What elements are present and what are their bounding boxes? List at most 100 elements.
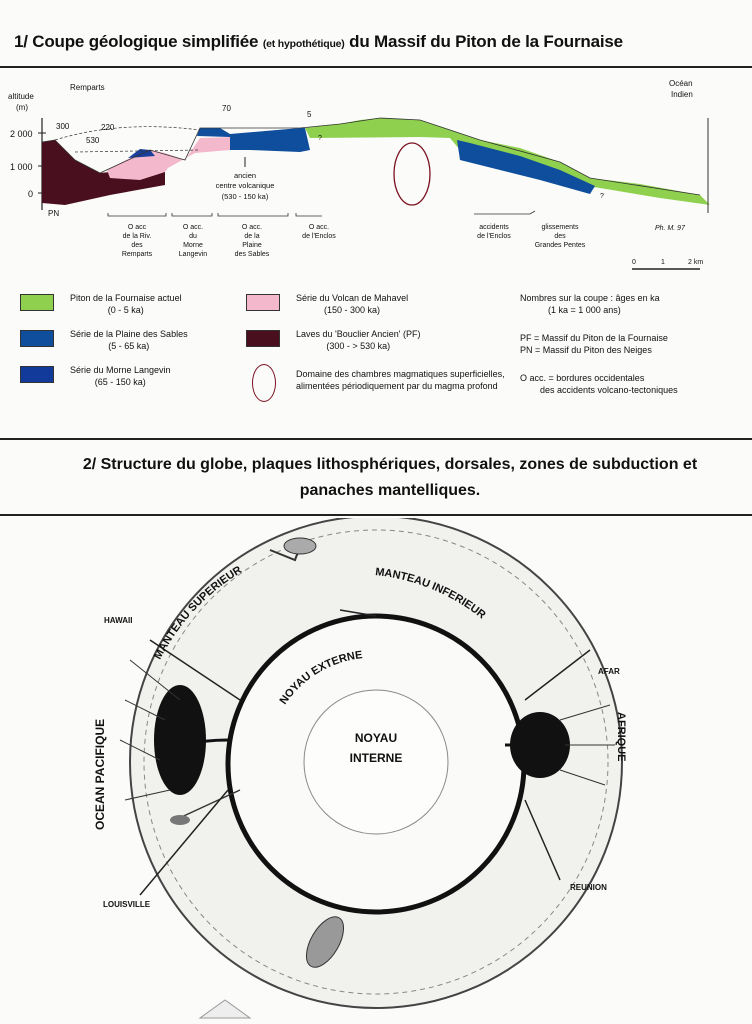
text-label: Laves du 'Bouclier Ancien' (PF) (296, 329, 421, 339)
pn-label: PN (48, 209, 59, 218)
text-label: 0 (632, 259, 636, 266)
divider (0, 514, 752, 516)
text-label: de la (244, 233, 259, 240)
text-label: Grandes Pentes (535, 242, 586, 249)
text-label: PF = Massif du Piton de la Fournaise (520, 333, 668, 343)
label-noyau-interne: INTERNE (350, 751, 403, 765)
legend-swatch-pink (246, 294, 280, 311)
remparts-label: Remparts (70, 83, 105, 92)
geological-cross-section: altitude (m) 2 000 1 000 0 Remparts PN 3… (8, 79, 710, 270)
text-label: 2/ Structure du globe, plaques lithosphé… (82, 456, 698, 473)
text-label: Piton de la Fournaise actuel (70, 293, 182, 303)
text-label: (1 ka = 1 000 ans) (548, 305, 621, 315)
text-label: des (131, 242, 143, 249)
text-label: Série de la Plaine des Sables (70, 329, 188, 339)
legend-swatch-green (20, 294, 54, 311)
legend-label: Domaine des chambres magmatiques superfi… (296, 369, 505, 391)
y-tick: 0 (28, 189, 33, 199)
y-tick: 1 000 (10, 162, 33, 172)
text-label: panaches mantelliques. (299, 482, 481, 499)
credit: Ph. M. 97 (655, 225, 686, 232)
accident-label-enclos: O acc. de l'Enclos (302, 224, 336, 240)
age-label: 70 (222, 104, 231, 113)
text-label: Remparts (122, 251, 153, 258)
text-label: glissements (542, 224, 579, 231)
text-label: accidents (479, 224, 509, 231)
section2-title: 2/ Structure du globe, plaques lithosphé… (30, 452, 750, 504)
age-label: 300 (56, 122, 70, 131)
label-afar: AFAR (598, 667, 620, 676)
text-label: de l'Enclos (477, 233, 511, 240)
label-louisville: LOUISVILLE (103, 900, 151, 909)
text-label: (65 - 150 ka) (94, 377, 146, 387)
title-part: du Massif du Piton de la Fournaise (344, 32, 623, 51)
scale-bar: 0 1 2 km (632, 259, 703, 270)
african-plume-head (510, 712, 570, 778)
title-part: 1/ Coupe géologique simplifiée (14, 32, 263, 51)
accident-label-plaine: O acc. de la Plaine des Sables (235, 224, 270, 258)
label-ocean-pacifique: OCEAN PACIFIQUE (93, 719, 107, 830)
legend: Piton de la Fournaise actuel (0 - 5 ka) S… (20, 292, 750, 432)
text-label: ancien (234, 171, 256, 180)
ocean-label: Indien (671, 90, 693, 99)
text-label: (300 - > 530 ka) (326, 341, 391, 351)
text-label: O acc. (242, 224, 262, 231)
label-hawaii: HAWAII (104, 616, 132, 625)
legend-swatch-blue (20, 330, 54, 347)
text-label: (0 - 5 ka) (107, 305, 144, 315)
text-label: (5 - 65 ka) (108, 341, 150, 351)
text-label: Série du Volcan de Mahavel (296, 293, 409, 303)
text-label: Plaine (242, 242, 262, 249)
axis-label: altitude (8, 92, 34, 101)
text-label: 2 km (688, 259, 703, 266)
text-label: Langevin (179, 251, 208, 258)
accidents-enclos-label: accidents de l'Enclos (477, 224, 511, 240)
question-mark: ? (600, 193, 604, 200)
text-label: O acc. (183, 224, 203, 231)
label-afrique: AFRIQUE (615, 712, 627, 762)
section1-title: 1/ Coupe géologique simplifiée (et hypot… (14, 32, 623, 52)
divider (0, 438, 752, 440)
age-label: 530 (86, 136, 100, 145)
layer-bouclier-ancien (42, 140, 165, 205)
legend-swatch-darkred (246, 330, 280, 347)
text-label: de la Riv. (123, 233, 152, 240)
magma-chamber (393, 142, 431, 206)
ocean-label: Océan (669, 79, 693, 88)
globe-structure-diagram: MANTEAU SUPERIEUR MANTEAU INFERIEUR NOYA… (93, 518, 627, 1019)
magma-chamber-icon (252, 364, 276, 402)
label-reunion: REUNION (570, 883, 607, 892)
text-label: centre volcanique (216, 181, 275, 190)
text-label: Série du Morne Langevin (70, 365, 171, 375)
ancien-centre-label: ancien centre volcanique (530 - 150 ka) (216, 171, 275, 201)
pacific-plume-head (154, 685, 206, 795)
layer-plaine-sables (197, 128, 310, 152)
age-label: 5 (307, 110, 312, 119)
layer-mahavel (107, 137, 230, 180)
text-label: O acc. = bordures occidentales (520, 373, 645, 383)
text-label: (530 - 150 ka) (222, 192, 269, 201)
text-label: 1 (661, 259, 665, 266)
layer-plaine-sables-east (457, 140, 595, 194)
text-label: O acc. (309, 224, 329, 231)
text-label: des (554, 233, 566, 240)
text-label: Morne (183, 242, 203, 249)
upper-mantle-boundary (143, 529, 609, 995)
text-label: du (189, 233, 197, 240)
inner-core (303, 689, 449, 835)
age-label: 220 (101, 123, 115, 132)
text-label: des accidents volcano-tectoniques (540, 385, 678, 395)
text-label: O acc (128, 224, 147, 231)
y-tick: 2 000 (10, 129, 33, 139)
question-mark: ? (318, 135, 322, 142)
divider (0, 66, 752, 68)
title-small: (et hypothétique) (262, 38, 345, 50)
text-label: des Sables (235, 251, 270, 258)
text-label: PN = Massif du Piton des Neiges (520, 345, 652, 355)
text-label: de l'Enclos (302, 233, 336, 240)
text-label: Nombres sur la coupe : âges en ka (520, 293, 660, 303)
text-label: (150 - 300 ka) (324, 305, 381, 315)
